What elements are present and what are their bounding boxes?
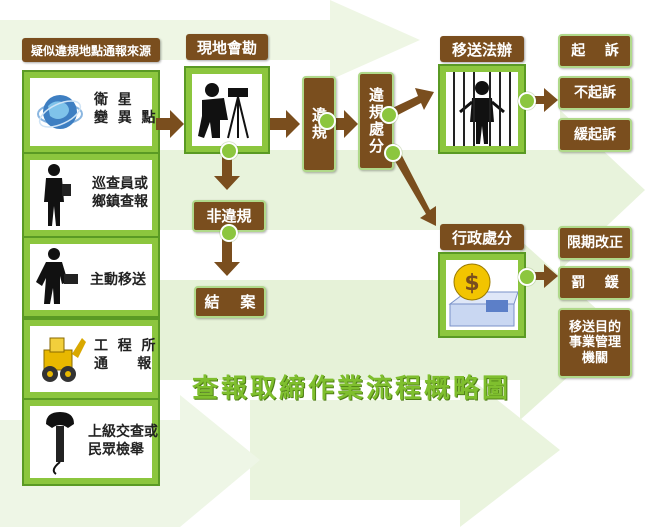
connector-dot [380, 106, 398, 124]
judicial-header: 移送法辦 [440, 36, 524, 62]
source-proactive: 主動移送 [22, 236, 160, 318]
connector-dot [318, 112, 336, 130]
source-header: 疑似違規地點通報來源 [22, 38, 160, 62]
source-label: 上級交查或 民眾檢舉 [88, 424, 158, 458]
source-inspector: 巡查員或 鄉鎮查報 [22, 152, 160, 238]
admin-header: 行政處分 [440, 224, 524, 250]
telephone-icon [46, 412, 74, 475]
case-closed-node: 結 案 [194, 286, 266, 318]
svg-text:$: $ [464, 271, 479, 296]
judicial-box [438, 64, 526, 154]
deferred-indictment-node: 緩起訴 [558, 118, 632, 152]
site-survey-box [184, 66, 270, 154]
site-survey-header: 現地會勘 [186, 34, 268, 60]
worker-icon [36, 248, 78, 304]
connector-dot [518, 92, 536, 110]
connector-dot [518, 268, 536, 286]
source-label: 衛 星 變 異 點 [94, 92, 156, 126]
rectify-node: 限期改正 [558, 226, 632, 260]
connector-dot [220, 142, 238, 160]
diagram-title: 查報取締作業流程概略圖 [192, 374, 512, 404]
source-report: 上級交查或 民眾檢舉 [22, 398, 160, 486]
source-label: 巡查員或 鄉鎮查報 [92, 176, 148, 210]
prison-icon [446, 72, 518, 146]
inspector-icon [44, 164, 71, 226]
fine-icon: $ [448, 263, 518, 327]
bulldozer-icon [42, 337, 86, 382]
source-label: 主動移送 [90, 272, 146, 288]
connector-dot [384, 144, 402, 162]
globe-icon [37, 95, 83, 129]
authority-transfer-node: 移送目的 事業管理 機關 [558, 308, 632, 378]
non-indictment-node: 不起訴 [558, 76, 632, 110]
source-engineering: 工 程 所 通 報 [22, 318, 160, 400]
fine-node: 罰 鍰 [558, 266, 632, 300]
surveyor-icon [198, 83, 249, 139]
admin-box: $ [438, 252, 526, 338]
connector-dot [220, 224, 238, 242]
indictment-node: 起 訴 [558, 34, 632, 68]
source-satellite: 衛 星 變 異 點 [22, 70, 160, 154]
source-label: 工 程 所 通 報 [94, 338, 156, 372]
